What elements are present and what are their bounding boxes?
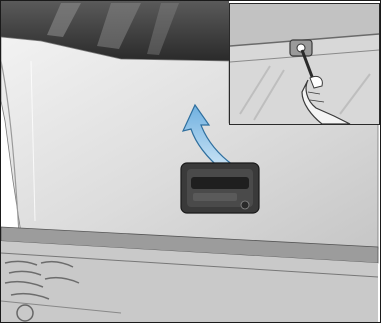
key-lock-inset [229,3,380,125]
key-lock-icon [290,40,312,56]
tailgate-handle-icon [181,163,259,213]
